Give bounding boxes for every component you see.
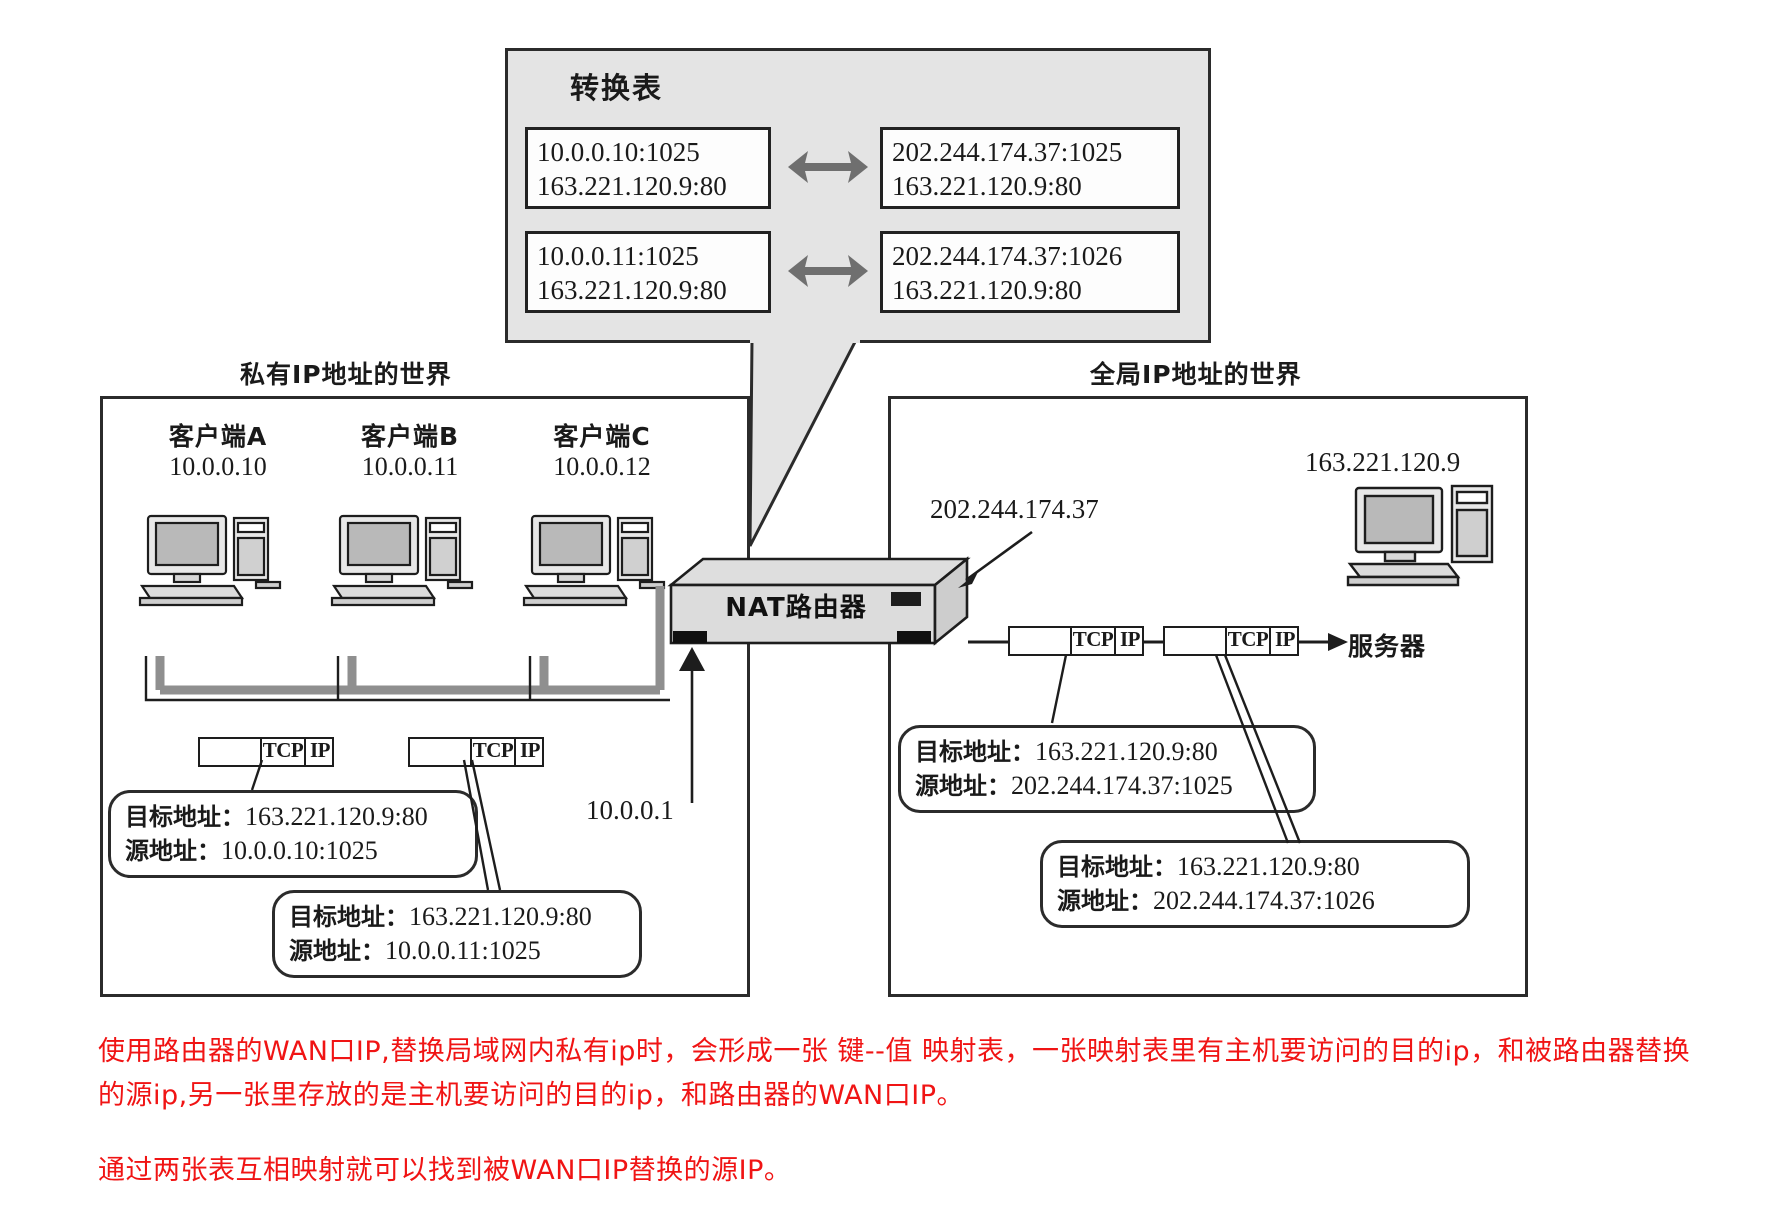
- translation-table-balloon: 转换表 10.0.0.10:1025 163.221.120.9:80 10.0…: [505, 48, 1211, 343]
- entry-line-1: 10.0.0.11:1025: [537, 241, 699, 271]
- nat-router-icon: [667, 556, 971, 646]
- dest-label: 目标地址：: [289, 903, 409, 931]
- entry-line-2: 163.221.120.9:80: [537, 275, 727, 306]
- entry-line-2: 163.221.120.9:80: [537, 171, 727, 202]
- global-leader-lines: [1050, 654, 1302, 844]
- red-annotation-notes: 使用路由器的WAN口IP,替换局域网内私有ip时，会形成一张 键--值 映射表，…: [98, 1030, 1698, 1193]
- entry-line-1: 202.244.174.37:1026: [892, 241, 1123, 271]
- src-label: 源地址：: [125, 836, 221, 865]
- packet-ip-field: IP: [304, 737, 334, 767]
- client-name: 客户端C: [553, 422, 651, 451]
- src-label: 源地址：: [289, 936, 385, 965]
- packet-global-1: TCP IP: [1008, 626, 1144, 656]
- src-value: 202.244.174.37:1026: [1153, 885, 1375, 915]
- dest-value: 163.221.120.9:80: [1177, 852, 1360, 881]
- packet-tcp-field: TCP: [260, 737, 304, 767]
- client-ip: 10.0.0.12: [553, 451, 651, 481]
- client-b-label: 客户端B 10.0.0.11: [320, 422, 500, 482]
- packet-global-2: TCP IP: [1163, 626, 1299, 656]
- router-lan-ip-label: 10.0.0.1: [586, 795, 674, 825]
- translation-entry-private-2: 10.0.0.11:1025 163.221.120.9:80: [525, 231, 771, 313]
- client-a-computer-icon: [138, 514, 282, 607]
- private-packet-detail-1: 目标地址：163.221.120.9:80 源地址：10.0.0.10:1025: [108, 790, 478, 878]
- dest-label: 目标地址：: [125, 803, 245, 831]
- wan-ip-pointer-arrow-icon: [958, 530, 1033, 588]
- server-computer-icon: [1346, 484, 1494, 587]
- translation-entry-global-1: 202.244.174.37:1025 163.221.120.9:80: [880, 127, 1180, 209]
- annotation-paragraph-2: 通过两张表互相映射就可以找到被WAN口IP替换的源IP。: [98, 1155, 792, 1187]
- server-ip-label: 163.221.120.9: [1305, 447, 1461, 477]
- global-packet-detail-2: 目标地址：163.221.120.9:80 源地址：202.244.174.37…: [1040, 840, 1470, 928]
- client-ip: 10.0.0.11: [361, 451, 459, 481]
- double-arrow-icon: [788, 255, 868, 287]
- packet-tcp-field: TCP: [470, 737, 514, 767]
- dest-label: 目标地址：: [1057, 853, 1177, 881]
- packet-private-1: TCP IP: [198, 737, 334, 767]
- packet-tcp-field: TCP: [1225, 626, 1269, 656]
- client-c-label: 客户端C 10.0.0.12: [512, 422, 692, 482]
- entry-line-2: 163.221.120.9:80: [892, 275, 1082, 306]
- client-c-computer-icon: [522, 514, 666, 607]
- private-leader-lines: [250, 759, 502, 891]
- src-label: 源地址：: [1057, 886, 1153, 915]
- router-wan-ip-label: 202.244.174.37: [930, 494, 1099, 524]
- server-label: 服务器: [1348, 632, 1427, 661]
- translation-entry-global-2: 202.244.174.37:1026 163.221.120.9:80: [880, 231, 1180, 313]
- packet-private-2: TCP IP: [408, 737, 544, 767]
- global-packet-detail-1: 目标地址：163.221.120.9:80 源地址：202.244.174.37…: [898, 725, 1316, 813]
- entry-line-1: 10.0.0.10:1025: [537, 137, 700, 167]
- translation-entry-private-1: 10.0.0.10:1025 163.221.120.9:80: [525, 127, 771, 209]
- lan-ip-pointer-arrow-icon: [679, 647, 705, 803]
- lan-cabling: [144, 586, 670, 702]
- dest-value: 163.221.120.9:80: [409, 902, 592, 931]
- entry-line-1: 202.244.174.37:1025: [892, 137, 1123, 167]
- dest-value: 163.221.120.9:80: [245, 802, 428, 831]
- double-arrow-icon: [788, 151, 868, 183]
- entry-line-2: 163.221.120.9:80: [892, 171, 1082, 202]
- private-packet-detail-2: 目标地址：163.221.120.9:80 源地址：10.0.0.11:1025: [272, 890, 642, 978]
- dest-label: 目标地址：: [915, 738, 1035, 766]
- private-world-label: 私有IP地址的世界: [240, 360, 452, 389]
- packet-ip-field: IP: [1269, 626, 1299, 656]
- annotation-paragraph-1: 使用路由器的WAN口IP,替换局域网内私有ip时，会形成一张 键--值 映射表，…: [98, 1036, 1691, 1111]
- src-label: 源地址：: [915, 771, 1011, 800]
- src-value: 202.244.174.37:1025: [1011, 770, 1233, 800]
- packet-ip-field: IP: [514, 737, 544, 767]
- client-name: 客户端A: [168, 422, 268, 451]
- client-a-label: 客户端A 10.0.0.10: [128, 422, 308, 482]
- src-value: 10.0.0.10:1025: [221, 835, 378, 865]
- translation-table-title: 转换表: [570, 71, 664, 105]
- dest-value: 163.221.120.9:80: [1035, 737, 1218, 766]
- client-ip: 10.0.0.10: [169, 451, 267, 481]
- packet-tcp-field: TCP: [1070, 626, 1114, 656]
- src-value: 10.0.0.11:1025: [385, 935, 541, 965]
- balloon-tail-icon: [748, 338, 860, 547]
- packet-ip-field: IP: [1114, 626, 1144, 656]
- global-world-label: 全局IP地址的世界: [1090, 360, 1302, 389]
- wan-link-line: [968, 633, 1348, 651]
- client-name: 客户端B: [360, 422, 460, 451]
- client-b-computer-icon: [330, 514, 474, 607]
